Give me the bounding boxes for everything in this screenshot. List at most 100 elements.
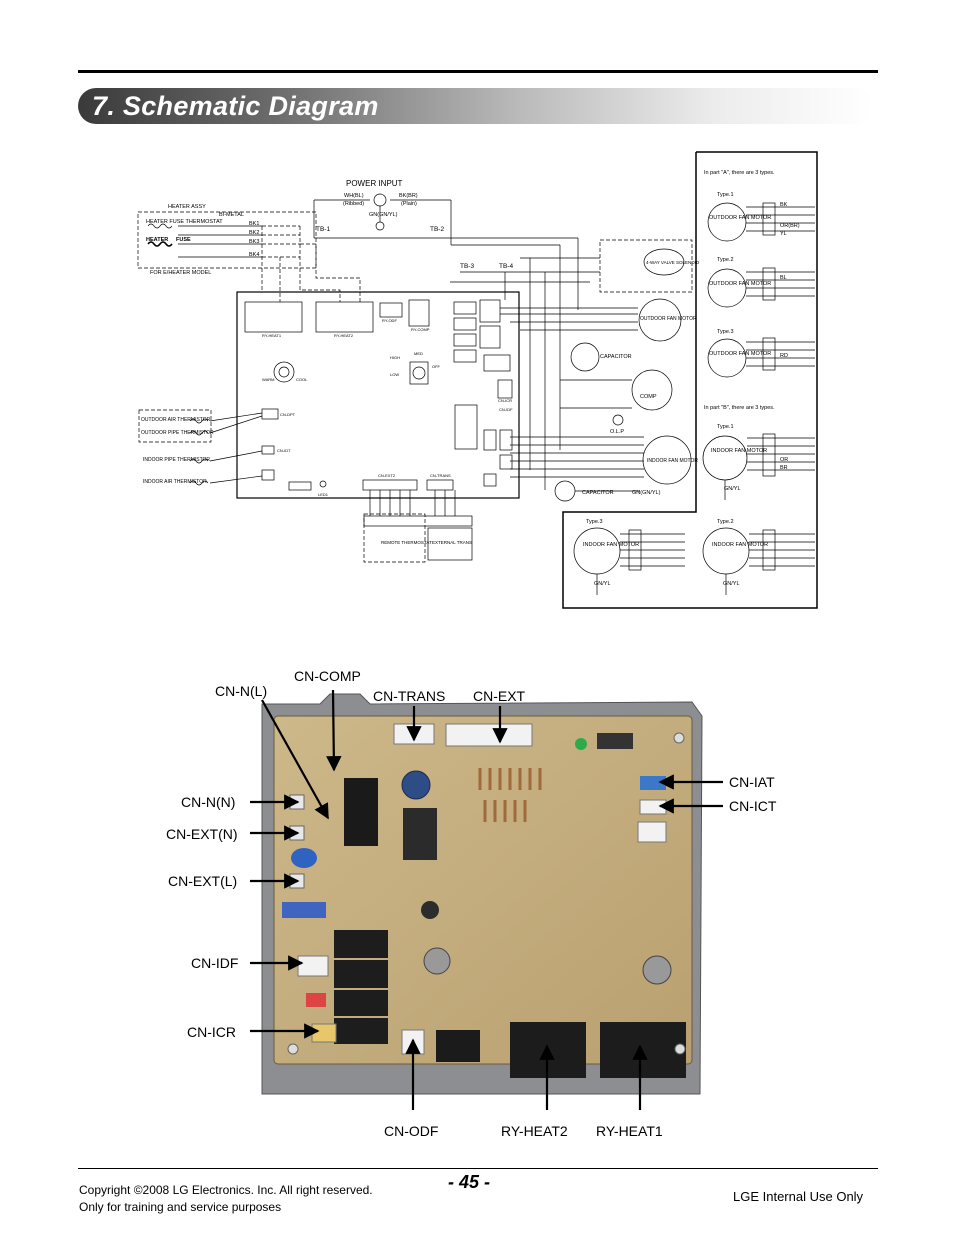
outdoor-fan-motor-t3: OUTDOOR FAN MOTOR xyxy=(709,351,771,357)
wire-orbr: OR(BR) xyxy=(780,223,800,229)
board-led1: LED1 xyxy=(318,492,329,497)
gnyl-t1: GN/YL xyxy=(724,486,741,492)
small-cap xyxy=(421,901,439,919)
white-connector xyxy=(637,821,667,843)
internal-use-note: LGE Internal Use Only xyxy=(733,1189,864,1204)
callout-cn-ict: CN-ICT xyxy=(729,798,777,814)
copyright-line2: Only for training and service purposes xyxy=(79,1200,282,1214)
small-relay xyxy=(436,1030,480,1062)
type-b2: Type.2 xyxy=(717,519,734,525)
bimetal-label: BI-METAL xyxy=(219,212,244,218)
olp-label: O.L.P xyxy=(610,429,624,435)
callout-ry-heat1: RY-HEAT1 xyxy=(596,1123,663,1139)
capacitor2-label: CAPACITOR xyxy=(582,490,614,496)
valve-label: 4-WAY VALVE SOLENOID xyxy=(646,260,700,265)
board-warm: WARM xyxy=(262,377,275,382)
ground-note: GN(GN/YL) xyxy=(632,490,661,496)
callout-arrows xyxy=(250,689,723,1110)
power-wire-ribbed: (Ribbed) xyxy=(343,201,364,207)
indoor-fan-motor-label: INDOOR FAN MOTOR xyxy=(647,458,698,464)
wire-bk: BK xyxy=(780,202,788,208)
indoor-fan-motor-t3: INDOOR FAN MOTOR xyxy=(583,542,639,548)
fuse-label: FUSE xyxy=(176,237,191,243)
heater-assy-box xyxy=(137,211,317,269)
rotary-right xyxy=(642,955,672,985)
comp-relay xyxy=(344,778,378,846)
board-high: HIGH xyxy=(390,355,400,360)
power-wire-plain: (Plain) xyxy=(401,201,417,207)
outdoor-pipe-thermistor: OUTDOOR PIPE THERMISTOR xyxy=(141,430,214,436)
heatsink xyxy=(403,808,437,860)
power-wire-wh: WH(BL) xyxy=(344,193,364,199)
wire-br: BR xyxy=(780,465,788,471)
power-wire-gn: GN(GN/YL) xyxy=(369,212,398,218)
board-ry-comp: RY-COMP xyxy=(411,327,430,332)
heater-assy-label: HEATER ASSY xyxy=(168,204,206,210)
board-cn-dpt: CN-DPT xyxy=(280,412,296,417)
rotary-left xyxy=(423,947,451,975)
type-a2: Type.2 xyxy=(717,257,734,263)
capacitor-label: CAPACITOR xyxy=(600,354,632,360)
callout-cn-nn: CN-N(N) xyxy=(181,794,236,810)
wire-bk2: BK2 xyxy=(249,230,259,236)
indoor-pipe-thermistor: INDOOR PIPE THERMISTOR xyxy=(143,457,210,463)
page-number: - 45 - xyxy=(448,1172,491,1192)
callout-cn-trans: CN-TRANS xyxy=(373,688,446,704)
outdoor-fan-motor-label: OUTDOOR FAN MOTOR xyxy=(640,316,697,322)
remote-thermostat-label: REMOTE THERMOSTAT xyxy=(381,540,432,545)
board-cn-icr: CN-ICR xyxy=(498,398,512,403)
gnyl-t3: GN/YL xyxy=(594,581,611,587)
power-wire-bk: BK(BR) xyxy=(399,193,418,199)
board-cn-ext2: CN-EXT2 xyxy=(378,473,396,478)
tb2-label: TB-2 xyxy=(430,226,444,233)
wire-or: OR xyxy=(780,457,788,463)
heater-label: HEATER xyxy=(146,237,168,243)
callout-cn-odf: CN-ODF xyxy=(384,1123,439,1139)
board-cool: COOL xyxy=(296,377,308,382)
schematic-diagram: POWER INPUT WH(BL) (Ribbed) BK(BR) (Plai… xyxy=(137,151,818,609)
indoor-air-thermistor: INDOOR AIR THERMISTOR xyxy=(143,479,207,485)
callout-cn-ext: CN-EXT xyxy=(473,688,526,704)
page-title: 7. Schematic Diagram xyxy=(92,91,379,121)
pcb-photo xyxy=(261,693,703,1095)
indoor-fan-motor-t2: INDOOR FAN MOTOR xyxy=(712,542,768,548)
callout-ry-heat2: RY-HEAT2 xyxy=(501,1123,568,1139)
callout-cn-comp: CN-COMP xyxy=(294,668,361,684)
led xyxy=(575,738,587,750)
board-low: LOW xyxy=(390,372,399,377)
outdoor-fan-motor-t1: OUTDOOR FAN MOTOR xyxy=(709,215,771,221)
type-b3: Type.3 xyxy=(586,519,603,525)
arrow-cn-nl xyxy=(261,699,329,820)
dip-switch xyxy=(597,733,633,749)
comp-label: COMP xyxy=(640,394,657,400)
type-a3: Type.3 xyxy=(717,329,734,335)
gnyl-t2: GN/YL xyxy=(723,581,740,587)
copyright: Copyright ©2008 LG Electronics. Inc. All… xyxy=(79,1182,373,1216)
callout-cn-idf: CN-IDF xyxy=(191,955,239,971)
wire-bk1: BK1 xyxy=(249,221,259,227)
wire-yl: YL xyxy=(780,231,787,237)
wire-rd: RD xyxy=(780,353,788,359)
tb4-label: TB-4 xyxy=(499,263,513,270)
heater-model-note: FOR E/HEATER MODEL xyxy=(150,270,211,276)
part-a-note: In part "A", there are 3 types. xyxy=(704,170,775,176)
part-b-note: In part "B", there are 3 types. xyxy=(704,405,775,411)
callout-cn-extn: CN-EXT(N) xyxy=(166,826,238,842)
callout-cn-extl: CN-EXT(L) xyxy=(168,873,238,889)
capacitor xyxy=(401,770,431,800)
board-off: OFF xyxy=(432,364,441,369)
board-cn-idt: CN-IDT xyxy=(277,448,291,453)
arrow-cn-comp xyxy=(326,689,342,772)
relay-2 xyxy=(334,960,388,988)
outdoor-fan-motor-t2: OUTDOOR FAN MOTOR xyxy=(709,281,771,287)
type-a1: Type.1 xyxy=(717,192,734,198)
board-cn-trans: CN-TRANS xyxy=(430,473,451,478)
cn-ext-connector xyxy=(445,723,533,747)
title-bar xyxy=(78,88,873,124)
board-ry-heat2: RY-HEAT2 xyxy=(334,333,354,338)
board-cn-idf: CN-IDF xyxy=(499,407,513,412)
indoor-fan-motor-t1: INDOOR FAN MOTOR xyxy=(711,448,767,454)
relay-1 xyxy=(334,930,388,958)
bottom-rule xyxy=(78,1168,878,1169)
copyright-line1: Copyright ©2008 LG Electronics. Inc. All… xyxy=(79,1183,373,1197)
